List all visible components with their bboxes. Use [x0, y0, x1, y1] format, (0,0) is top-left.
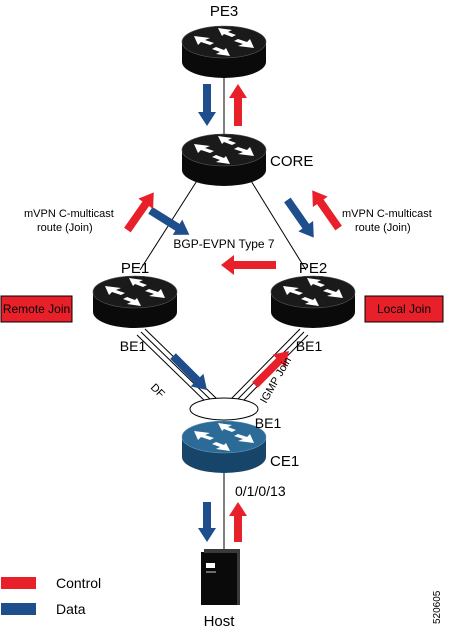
- router-pe3-icon: [181, 25, 267, 79]
- legend-control-label: Control: [56, 575, 101, 591]
- data-arrow-core-pe1: [148, 206, 190, 235]
- pe2-label: PE2: [299, 260, 327, 277]
- pe3-label: PE3: [210, 3, 238, 20]
- arrows: [124, 84, 342, 542]
- local-join-label: Local Join: [377, 302, 431, 316]
- bundle-ethernet-ellipse: [189, 397, 259, 421]
- core-label: CORE: [270, 153, 313, 170]
- remote-join-box: Remote Join: [0, 295, 73, 323]
- figure-id-label: 520605: [432, 590, 443, 624]
- be1-center-label: BE1: [255, 415, 282, 431]
- data-arrow-ce1-host: [198, 502, 216, 542]
- link-pe2-ce1-bundle: [229, 328, 301, 401]
- legend-control-swatch: [1, 577, 36, 589]
- local-join-box: Local Join: [364, 295, 444, 323]
- link-core-pe2: [247, 175, 307, 271]
- legend-data-label: Data: [56, 601, 86, 617]
- router-pe2-icon: [270, 275, 356, 329]
- legend-data-swatch: [1, 603, 36, 615]
- link-pe1-ce1-bundle: [136, 334, 211, 407]
- df-label: DF: [148, 382, 167, 401]
- host-label: Host: [204, 613, 236, 630]
- port-label: 0/1/0/13: [235, 483, 286, 499]
- control-arrow-pe1-core: [124, 192, 154, 233]
- router-ce1-icon: [181, 420, 267, 474]
- control-arrow-core-pe3: [229, 84, 247, 126]
- router-pe1-icon: [92, 275, 178, 329]
- mvpn-left-line2: route (Join): [37, 222, 93, 234]
- data-arrow-core-pe2: [284, 197, 314, 238]
- mvpn-right-line2: route (Join): [355, 222, 411, 234]
- data-arrow-df: [170, 353, 207, 390]
- control-arrow-igmp-join: [252, 351, 289, 388]
- remote-join-label: Remote Join: [3, 302, 70, 316]
- legend: Control Data: [1, 575, 101, 617]
- router-core-icon: [181, 133, 267, 187]
- mvpn-right-line1: mVPN C-multicast: [342, 208, 432, 220]
- control-arrow-pe2-pe1: [221, 255, 276, 275]
- be1-right-label: BE1: [296, 338, 323, 354]
- be1-left-label: BE1: [120, 338, 147, 354]
- control-arrow-host-ce1: [229, 502, 247, 542]
- bgp-evpn-label: BGP-EVPN Type 7: [173, 237, 274, 251]
- control-arrow-pe2-core: [312, 190, 342, 231]
- pe1-label: PE1: [121, 260, 149, 277]
- ce1-label: CE1: [270, 453, 299, 470]
- host-server-icon: [201, 549, 240, 605]
- data-arrow-pe3-core: [198, 84, 216, 126]
- mvpn-left-line1: mVPN C-multicast: [24, 208, 114, 220]
